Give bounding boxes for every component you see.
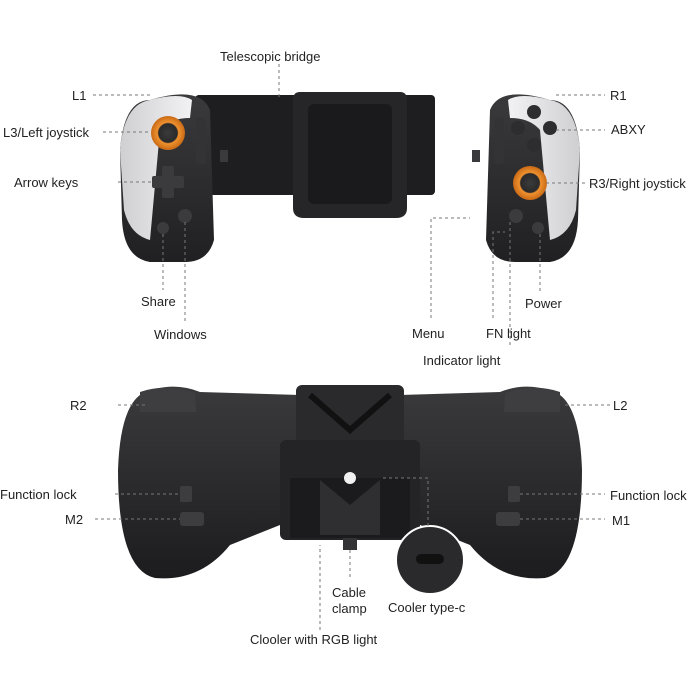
m1-button-icon [496,512,520,526]
label-l3-left-joystick: L3/Left joystick [3,125,89,140]
share-button-icon [157,222,169,234]
label-l1: L1 [72,88,87,103]
left-joystick-icon [151,116,185,150]
label-r2: R2 [70,398,87,413]
label-arrow-keys: Arrow keys [14,175,79,190]
dpad-icon [152,166,184,198]
l2-trigger [504,387,560,412]
m2-button-icon [180,512,204,526]
r2-trigger [140,387,196,412]
left-grip-white [120,96,192,240]
right-grip-white [508,96,580,240]
cooler-fan-icon [320,480,380,535]
power-button-icon [532,222,544,234]
label-l2: L2 [613,398,628,413]
label-m1: M1 [612,513,631,528]
label-fn-light: FN light [486,326,531,341]
rgb-light-icon [344,472,356,484]
bottom-controller [118,385,582,595]
label-abxy: ABXY [611,122,646,137]
right-joystick-icon [513,166,547,200]
top-controller [120,92,580,262]
label-share: Share [141,294,176,309]
function-lock-left-icon [180,486,192,502]
label-cable-clamp-line2: clamp [332,601,367,616]
leader-lines [93,64,610,630]
cable-clamp-icon [343,538,357,550]
label-windows: Windows [154,327,207,342]
clamp-mechanism [296,385,404,443]
label-cooler-rgb: Clooler with RGB light [250,632,378,647]
label-r1: R1 [610,88,627,103]
label-cooler-type-c: Cooler type-c [388,600,466,615]
label-function-lock-left: Function lock [0,487,77,502]
label-indicator-light: Indicator light [423,353,501,368]
label-telescopic-bridge: Telescopic bridge [220,49,321,64]
windows-button-icon [178,209,192,223]
label-m2: M2 [65,512,84,527]
label-function-lock-right: Function lock [610,488,687,503]
label-cable-clamp-line1: Cable [332,585,366,600]
label-r3-right-joystick: R3/Right joystick [589,176,686,191]
label-power: Power [525,296,562,311]
function-lock-right-icon [508,486,520,502]
label-menu: Menu [412,326,445,341]
abxy-buttons-icon [511,105,557,152]
fn-button-icon [509,209,523,223]
